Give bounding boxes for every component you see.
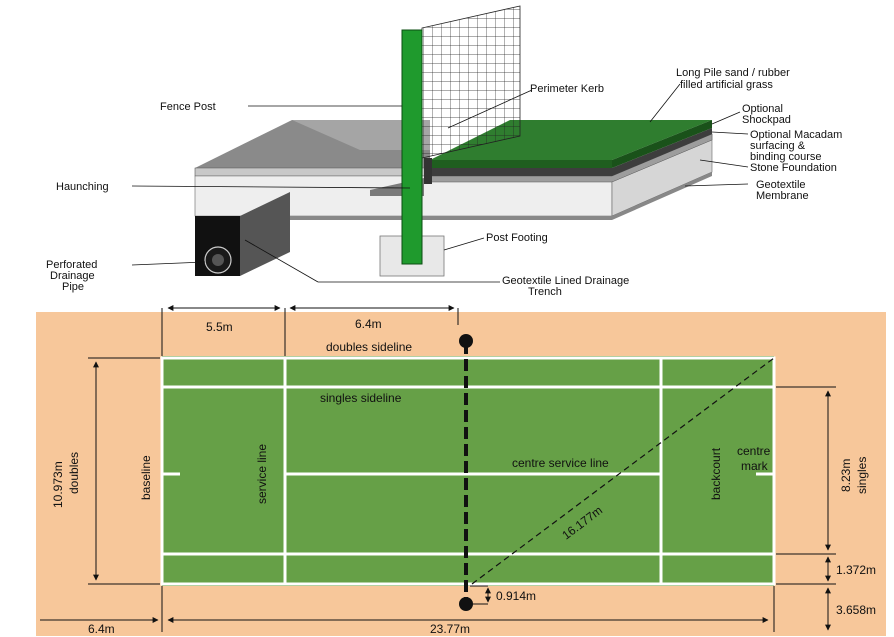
label-geotextile-2: Membrane	[756, 190, 809, 202]
paving-top-light	[292, 120, 430, 150]
label-grass-2: filled artificial grass	[680, 79, 773, 91]
net-post-top	[459, 334, 473, 348]
label-baseline: baseline	[139, 455, 153, 500]
dim-alley: 1.372m	[836, 563, 876, 577]
label-macadam-2: surfacing &	[750, 140, 806, 152]
label-doubles-sideline: doubles sideline	[326, 340, 412, 354]
court-plan: 5.5m 6.4m doubles sideline singles sidel…	[36, 305, 886, 636]
dimension-lines	[40, 305, 836, 632]
label-grass-1: Long Pile sand / rubber	[676, 67, 790, 79]
label-centre-mark-1: centre	[737, 444, 771, 458]
label-post-footing: Post Footing	[486, 232, 548, 244]
label-drain-3: Pipe	[62, 281, 84, 293]
dim-singles-word: singles	[855, 457, 869, 494]
label-shockpad-1: Optional	[742, 103, 783, 115]
label-shockpad-2: Shockpad	[742, 114, 791, 126]
label-drain-2: Drainage	[50, 270, 95, 282]
dim-side-margin: 3.658m	[836, 603, 876, 617]
construction-labels: Fence Post Perimeter Kerb Long Pile sand…	[46, 67, 842, 298]
perimeter-kerb	[424, 158, 432, 184]
label-singles-sideline: singles sideline	[320, 391, 402, 405]
fence-mesh	[421, 5, 521, 159]
dim-length: 23.77m	[430, 622, 470, 636]
dim-net-post-offset: 0.914m	[496, 589, 536, 603]
dim-doubles-word: doubles	[67, 452, 81, 494]
label-trench-2: Trench	[528, 286, 562, 298]
dim-singles-width: 8.23m	[839, 459, 853, 492]
artificial-grass-side	[612, 120, 712, 168]
label-drain-1: Perforated	[46, 259, 97, 271]
label-trench-1: Geotextile Lined Drainage	[502, 275, 629, 287]
drainage-trench-side	[240, 192, 290, 276]
leader-lines	[131, 83, 749, 283]
net-post-bottom	[459, 597, 473, 611]
pipe-bore	[212, 254, 224, 266]
shockpad-layer	[430, 128, 712, 176]
label-geotextile-1: Geotextile	[756, 179, 806, 191]
dim-service-box: 6.4m	[355, 317, 382, 331]
diagonal-line	[471, 357, 775, 585]
label-service-line: service line	[255, 444, 269, 504]
label-backcourt: backcourt	[709, 447, 723, 500]
dim-doubles-width: 10.973m	[51, 461, 65, 508]
artificial-grass-front	[430, 160, 612, 168]
dim-run-back: 6.4m	[88, 622, 115, 636]
label-stone: Stone Foundation	[750, 162, 837, 174]
dim-back-margin: 5.5m	[206, 320, 233, 334]
paving-edge	[194, 167, 431, 177]
label-haunching: Haunching	[56, 181, 109, 193]
label-centre-service-line: centre service line	[512, 456, 609, 470]
label-centre-mark-2: mark	[741, 459, 769, 473]
construction-section: Fence Post Perimeter Kerb Long Pile sand…	[46, 5, 842, 298]
label-macadam-1: Optional Macadam	[750, 129, 842, 141]
label-perimeter-kerb: Perimeter Kerb	[530, 83, 604, 95]
label-fence-post: Fence Post	[160, 101, 216, 113]
label-macadam-3: binding course	[750, 151, 822, 163]
fence-post	[401, 29, 423, 265]
